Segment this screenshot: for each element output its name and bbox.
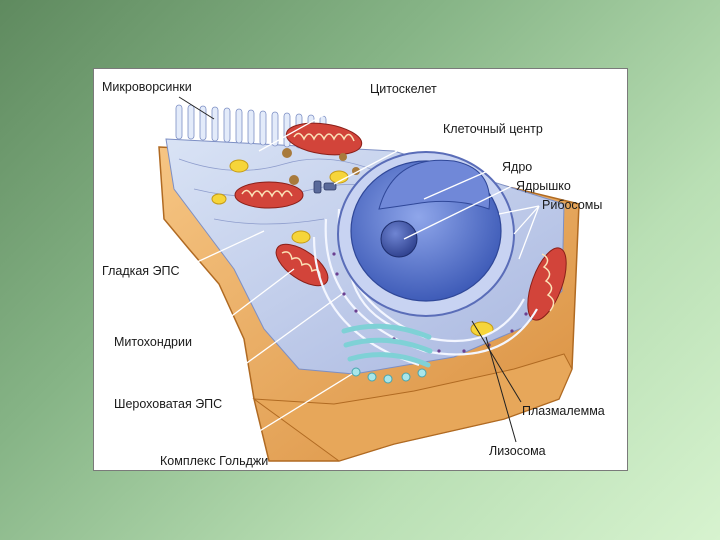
- nucleolus: [381, 221, 417, 257]
- label-cell-center: Клеточный центр: [443, 122, 543, 136]
- label-rough-er: Шероховатая ЭПС: [114, 397, 222, 411]
- label-microvilli: Микроворсинки: [102, 80, 192, 94]
- mitochondrion: [235, 182, 303, 208]
- label-nucleus: Ядро: [502, 160, 532, 174]
- label-ribosomes: Рибосомы: [542, 198, 602, 212]
- diagram-frame: Микроворсинки Цитоскелет Клеточный центр…: [93, 68, 628, 471]
- cell-diagram: Микроворсинки Цитоскелет Клеточный центр…: [94, 69, 629, 472]
- label-mitochondria: Митохондрии: [114, 335, 192, 349]
- label-lysosome: Лизосома: [489, 444, 546, 458]
- label-golgi: Комплекс Гольджи: [160, 454, 268, 468]
- label-nucleolus: Ядрышко: [516, 179, 571, 193]
- label-cytoskeleton: Цитоскелет: [370, 82, 437, 96]
- label-plasmalemma: Плазмалемма: [522, 404, 605, 418]
- label-smooth-er: Гладкая ЭПС: [102, 264, 180, 278]
